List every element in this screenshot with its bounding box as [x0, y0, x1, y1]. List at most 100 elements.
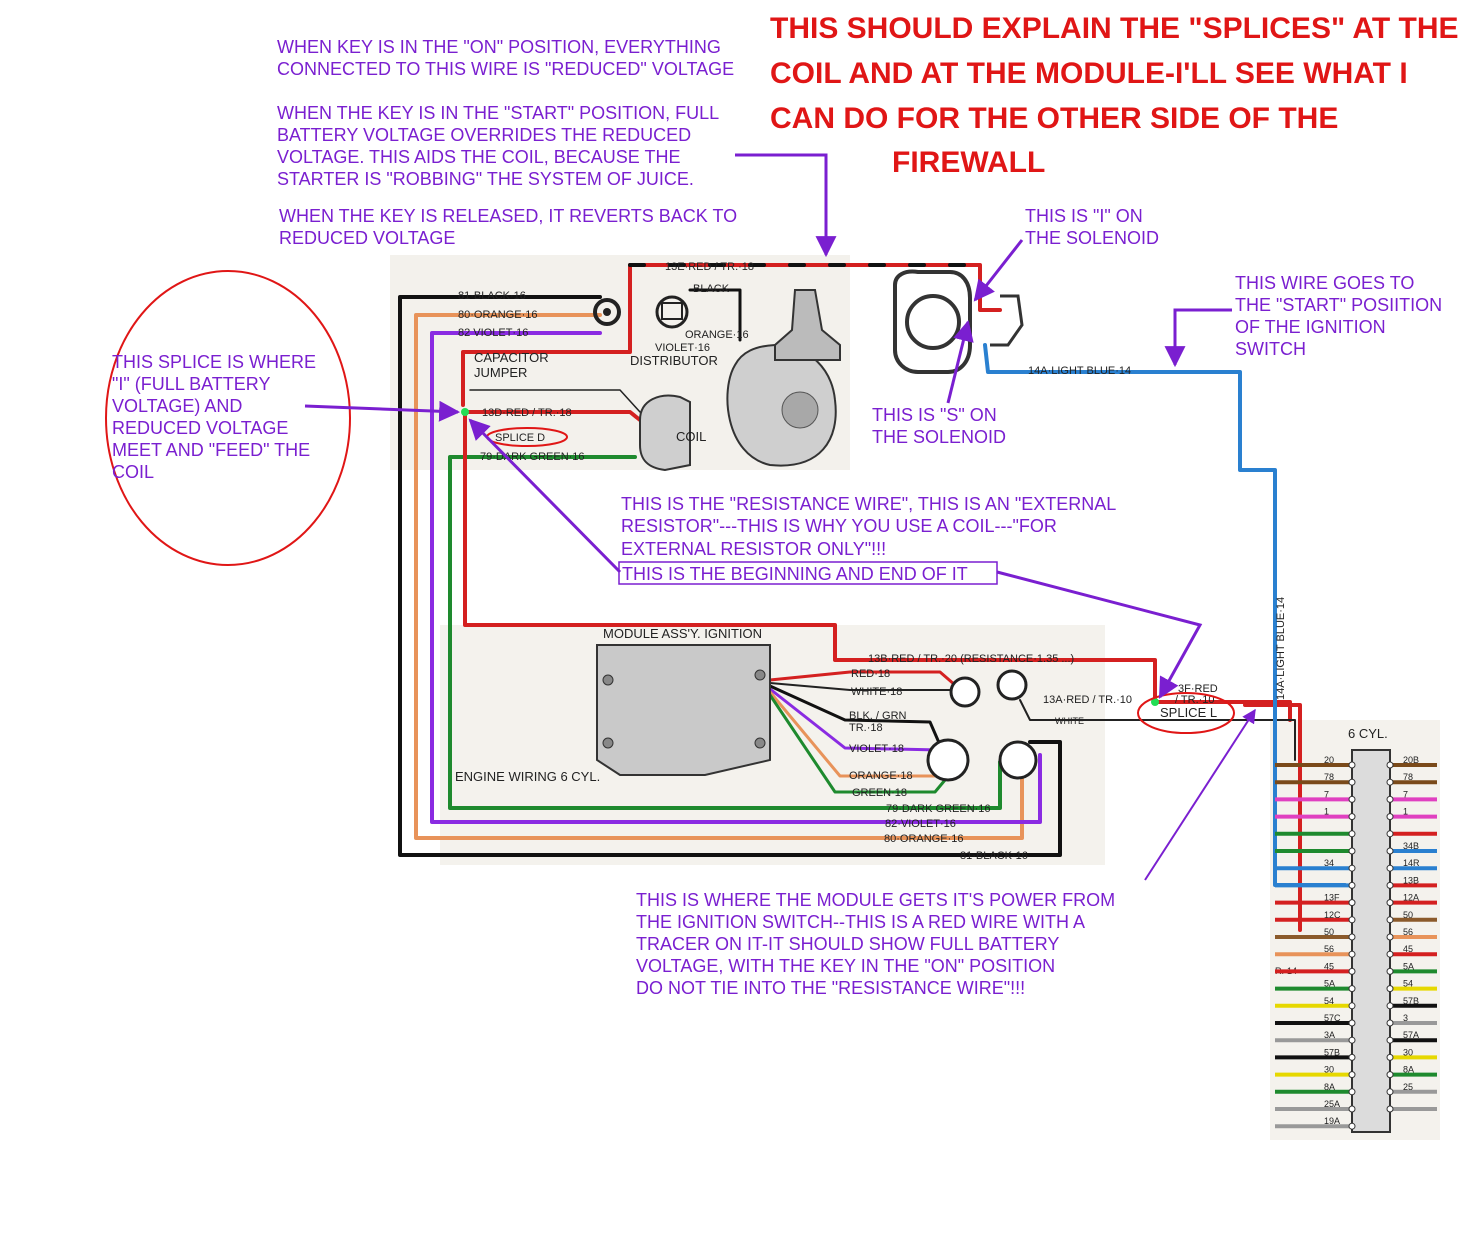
- connector-pin-label: 57C: [1324, 1013, 1341, 1023]
- connector-pin-label: 25: [1403, 1082, 1413, 1092]
- note-start-line-1: WHEN THE KEY IS IN THE "START" POSITION,…: [277, 103, 719, 123]
- connector-pin: [1386, 795, 1394, 803]
- connector-pin-label: 45: [1324, 961, 1334, 971]
- label-black: BLACK: [693, 283, 730, 295]
- ignition-module: [596, 644, 771, 776]
- connector-pin-label: 1: [1324, 807, 1329, 817]
- connector-pin-label: 20B: [1403, 755, 1419, 765]
- wire-capacitor-jumper: [469, 389, 641, 413]
- label-splice-l: SPLICE L: [1160, 705, 1217, 720]
- connector-pin-label: 13F: [1324, 893, 1340, 903]
- connector-pin-label: 7: [1403, 789, 1408, 799]
- connector-pin: [1386, 1105, 1394, 1113]
- label-13a: 13A·RED / TR.·10: [1043, 694, 1132, 706]
- connector-pin: [1348, 1088, 1356, 1096]
- wire-white: [1019, 699, 1296, 761]
- connector-body: [1351, 749, 1391, 1133]
- wire-3f-red: [1243, 703, 1302, 932]
- wire-label-group: 13E·RED / TR.·18 81·BLACK·16 80·ORANGE·1…: [455, 261, 1388, 976]
- note-start-line-4: STARTER IS "ROBBING" THE SYSTEM OF JUICE…: [277, 169, 694, 189]
- connector-pin: [1386, 950, 1394, 958]
- connector-pin: [1386, 881, 1394, 889]
- connector-pin-label: 20: [1324, 755, 1334, 765]
- connector-pin: [1386, 916, 1394, 924]
- label-orange-18: ORANGE·18: [849, 770, 913, 782]
- label-14a: 14A·LIGHT BLUE·14: [1028, 365, 1131, 377]
- connector-pin: [1348, 933, 1356, 941]
- label-81-bottom: 81·BLACK·16: [960, 850, 1028, 862]
- module-connector-3: [926, 738, 970, 782]
- label-red-18: RED·18: [851, 668, 890, 680]
- connector-pin: [1386, 864, 1394, 872]
- wire-orange-18: [768, 690, 942, 778]
- note-s-line-1: THIS IS "S" ON: [872, 405, 997, 425]
- connector-pin-label: 5A: [1403, 961, 1414, 971]
- distributor: [726, 289, 841, 467]
- note-module-line-1: THIS IS WHERE THE MODULE GETS IT'S POWER…: [636, 890, 1115, 910]
- connector-pin: [1348, 813, 1356, 821]
- wire-82-violet: [430, 331, 1042, 824]
- label-orange-16: ORANGE·16: [685, 329, 749, 341]
- label-engine-wiring: ENGINE WIRING 6 CYL.: [455, 769, 600, 784]
- note-resistance-line-1: THIS IS THE "RESISTANCE WIRE", THIS IS A…: [621, 494, 1116, 514]
- connector-pin: [1386, 830, 1394, 838]
- connector-pin: [1386, 1036, 1394, 1044]
- arrow-beginning-splice-d: [468, 418, 622, 574]
- label-distributor: DISTRIBUTOR: [630, 353, 718, 368]
- connector-pin-label: 57A: [1403, 1030, 1419, 1040]
- connector-pin: [1348, 950, 1356, 958]
- ground-connector-top: [593, 298, 621, 326]
- note-beginning-end-text: THIS IS THE BEGINNING AND END OF IT: [622, 564, 968, 584]
- note-module-power: THIS IS WHERE THE MODULE GETS IT'S POWER…: [636, 890, 1115, 998]
- connector-pin: [1348, 761, 1356, 769]
- arrow-end-splice-l: [996, 570, 1203, 699]
- note-s-line-2: THE SOLENOID: [872, 427, 1006, 447]
- splice-note-highlight: [105, 270, 351, 566]
- connector-pin: [1348, 778, 1356, 786]
- connector-pin-label: 7: [1324, 789, 1329, 799]
- connector-pin: [1348, 916, 1356, 924]
- label-82-bottom: 82·VIOLET·16: [885, 818, 956, 830]
- note-start-wire-line-2: THE "START" POSIITION: [1235, 295, 1442, 315]
- connector-pin-label: 57B: [1403, 996, 1419, 1006]
- wire-13d-red: [463, 410, 642, 422]
- label-3f-1: 3F·RED: [1178, 683, 1218, 695]
- connector-pin-label: 25A: [1324, 1099, 1340, 1109]
- headline-line-1: THIS SHOULD EXPLAIN THE "SPLICES" AT THE: [770, 12, 1459, 45]
- note-beginning-end: THIS IS THE BEGINNING AND END OF IT: [618, 561, 998, 585]
- note-start-wire-line-4: SWITCH: [1235, 339, 1306, 359]
- label-blk-grn-2: TR.·18: [849, 722, 883, 734]
- arrow-i-solenoid: [973, 239, 1024, 302]
- wire-red-main-vertical: [463, 410, 1157, 702]
- label-80-top: 80·ORANGE·16: [458, 309, 537, 321]
- connector-pin: [1386, 1019, 1394, 1027]
- label-6-cyl: 6 CYL.: [1348, 726, 1388, 741]
- arrow-module-power: [1144, 708, 1256, 881]
- label-coil: COIL: [676, 429, 706, 444]
- connector-pin-label: 30: [1324, 1065, 1334, 1075]
- starter-solenoid: [893, 269, 1024, 374]
- note-splice-line-2: "I" (FULL BATTERY: [112, 374, 270, 394]
- label-79-top: 79·DARK GREEN·16: [480, 451, 585, 463]
- wire-white-18: [769, 682, 956, 691]
- note-i-solenoid: THIS IS "I" ON THE SOLENOID: [1025, 206, 1159, 248]
- connector-pin-label: 12C: [1324, 910, 1341, 920]
- label-module: MODULE ASS'Y. IGNITION: [603, 626, 762, 641]
- connector-pin: [1386, 1088, 1394, 1096]
- label-capacitor-1: CAPACITOR: [474, 350, 549, 365]
- connector-pin-label: 56: [1403, 927, 1413, 937]
- connector-pin-label: 19A: [1324, 1116, 1340, 1126]
- arrow-splice-coil: [304, 400, 461, 422]
- label-capacitor-2: JUMPER: [474, 365, 527, 380]
- headline-line-4: FIREWALL: [892, 146, 1045, 179]
- note-released: WHEN THE KEY IS RELEASED, IT REVERTS BAC…: [279, 206, 737, 248]
- connector-pin: [1348, 847, 1356, 855]
- scan-background: [440, 625, 1105, 865]
- headline: THIS SHOULD EXPLAIN THE "SPLICES" AT THE…: [770, 12, 1459, 179]
- label-14a-vertical: 14A·LIGHT BLUE·14: [1275, 597, 1287, 700]
- connector-pin: [1386, 967, 1394, 975]
- module-connector-1: [949, 676, 981, 708]
- arrow-start-to-13e: [735, 153, 837, 258]
- connector-pin: [1348, 1053, 1356, 1061]
